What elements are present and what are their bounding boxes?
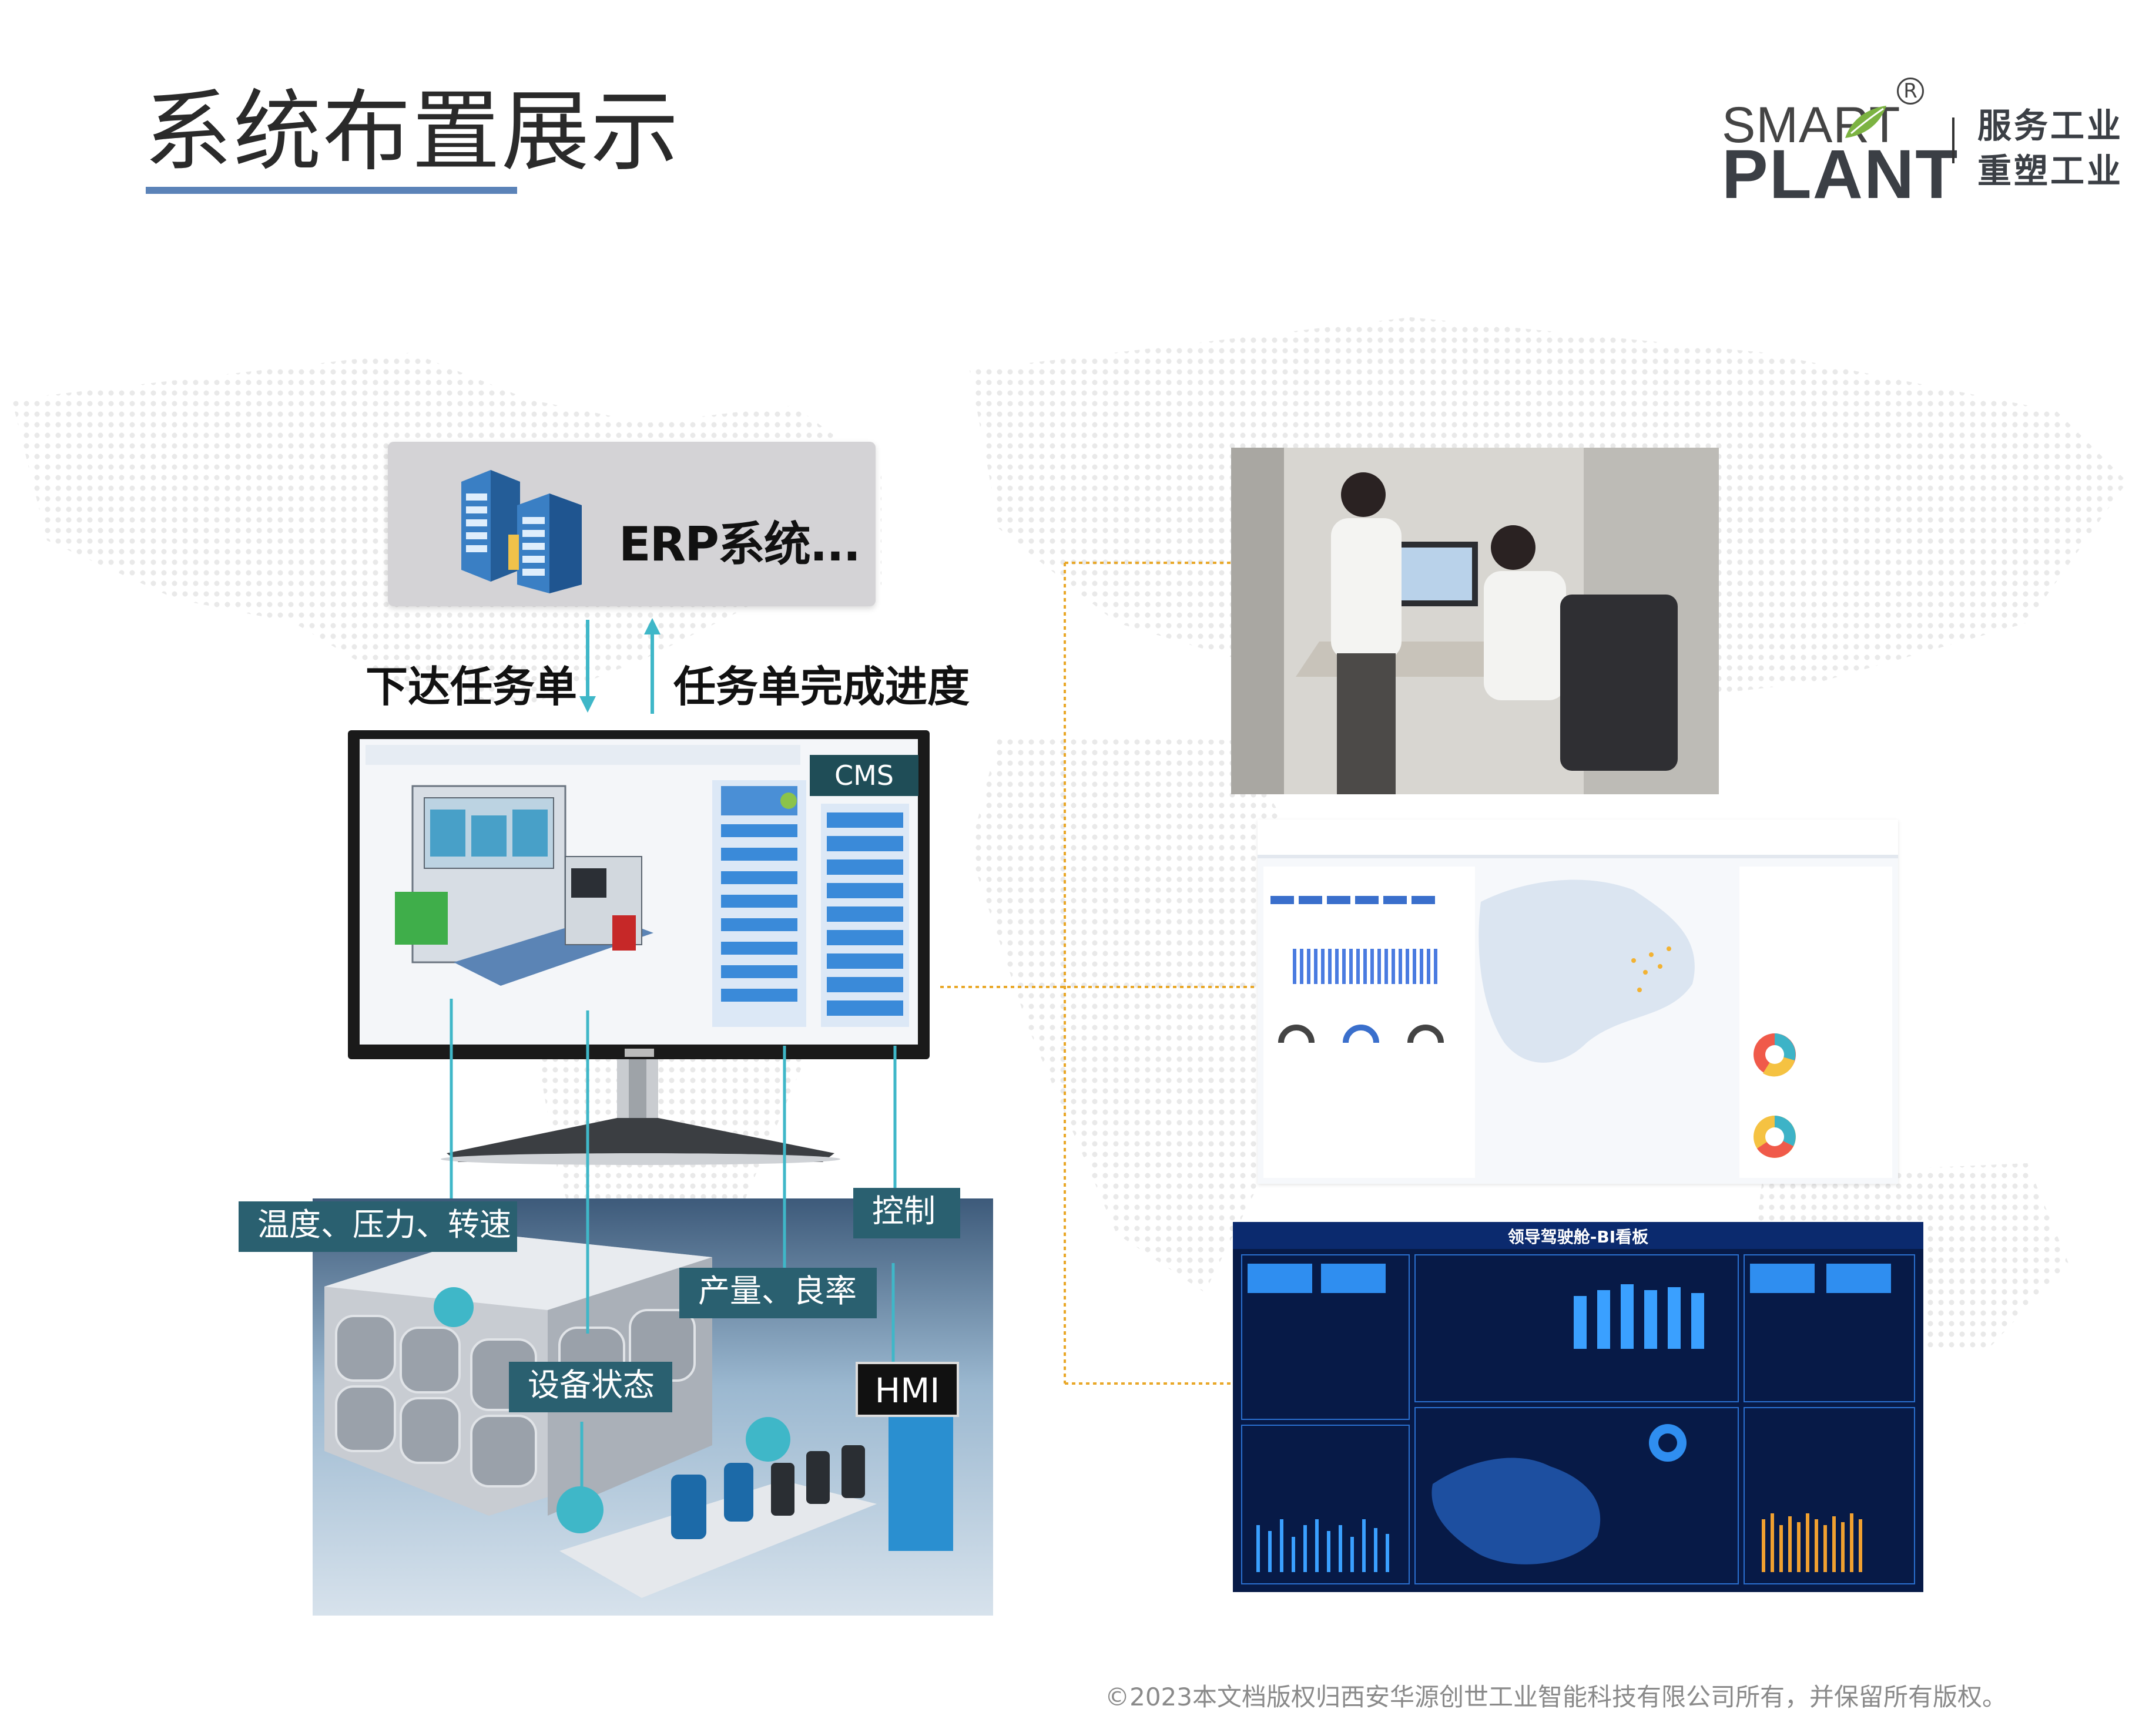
bi-dashboard-panels (1241, 1254, 1915, 1584)
callout-temperature-pressure-speed: 温度、压力、转速 (239, 1201, 517, 1252)
monitor-brand-logo (625, 1049, 654, 1057)
office-photo (1231, 448, 1719, 794)
logo-slogan-line2: 重塑工业 (1977, 151, 2124, 191)
callout-device-status: 设备状态 (509, 1362, 672, 1412)
title-underline (146, 187, 517, 194)
server-icon (461, 470, 582, 593)
callout-hmi: HMI (856, 1362, 959, 1417)
water-supply-equipment-scene (313, 1198, 993, 1616)
leaf-icon (1845, 106, 1886, 138)
production-line-3d-model (360, 739, 918, 1045)
cms-label: CMS (810, 755, 918, 796)
issue-task-order-label: 下达任务单 (366, 662, 578, 711)
callout-control: 控制 (853, 1188, 960, 1238)
erp-label: ERP系统... (619, 517, 861, 572)
callout-output-yield: 产量、良率 (679, 1268, 877, 1318)
bi-dashboard-header (1233, 1222, 1923, 1249)
down-arrow-icon (579, 620, 596, 713)
web-dashboard-screenshot (1258, 820, 1898, 1184)
monitor-screen (360, 739, 918, 1045)
bi-dashboard-title: 领导驾驶舱-BI看板 (1507, 1227, 1649, 1247)
bi-dashboard-screenshot: 领导驾驶舱-BI看板 (1233, 1222, 1923, 1592)
registered-mark: R (1897, 78, 1924, 105)
logo-plant-text: PLANT (1722, 136, 1959, 213)
logo-divider (1952, 117, 1954, 163)
page-title: 系统布置展示 (144, 81, 680, 183)
logo-slogan-line1: 服务工业 (1977, 106, 2124, 146)
copyright-notice: ©2023本文档版权归西安华源创世工业智能科技有限公司所有，并保留所有版权。 (1105, 1683, 2007, 1711)
up-arrow-icon (644, 618, 661, 714)
monitor-stand (441, 1059, 840, 1165)
task-order-progress-label: 任务单完成进度 (673, 662, 970, 711)
